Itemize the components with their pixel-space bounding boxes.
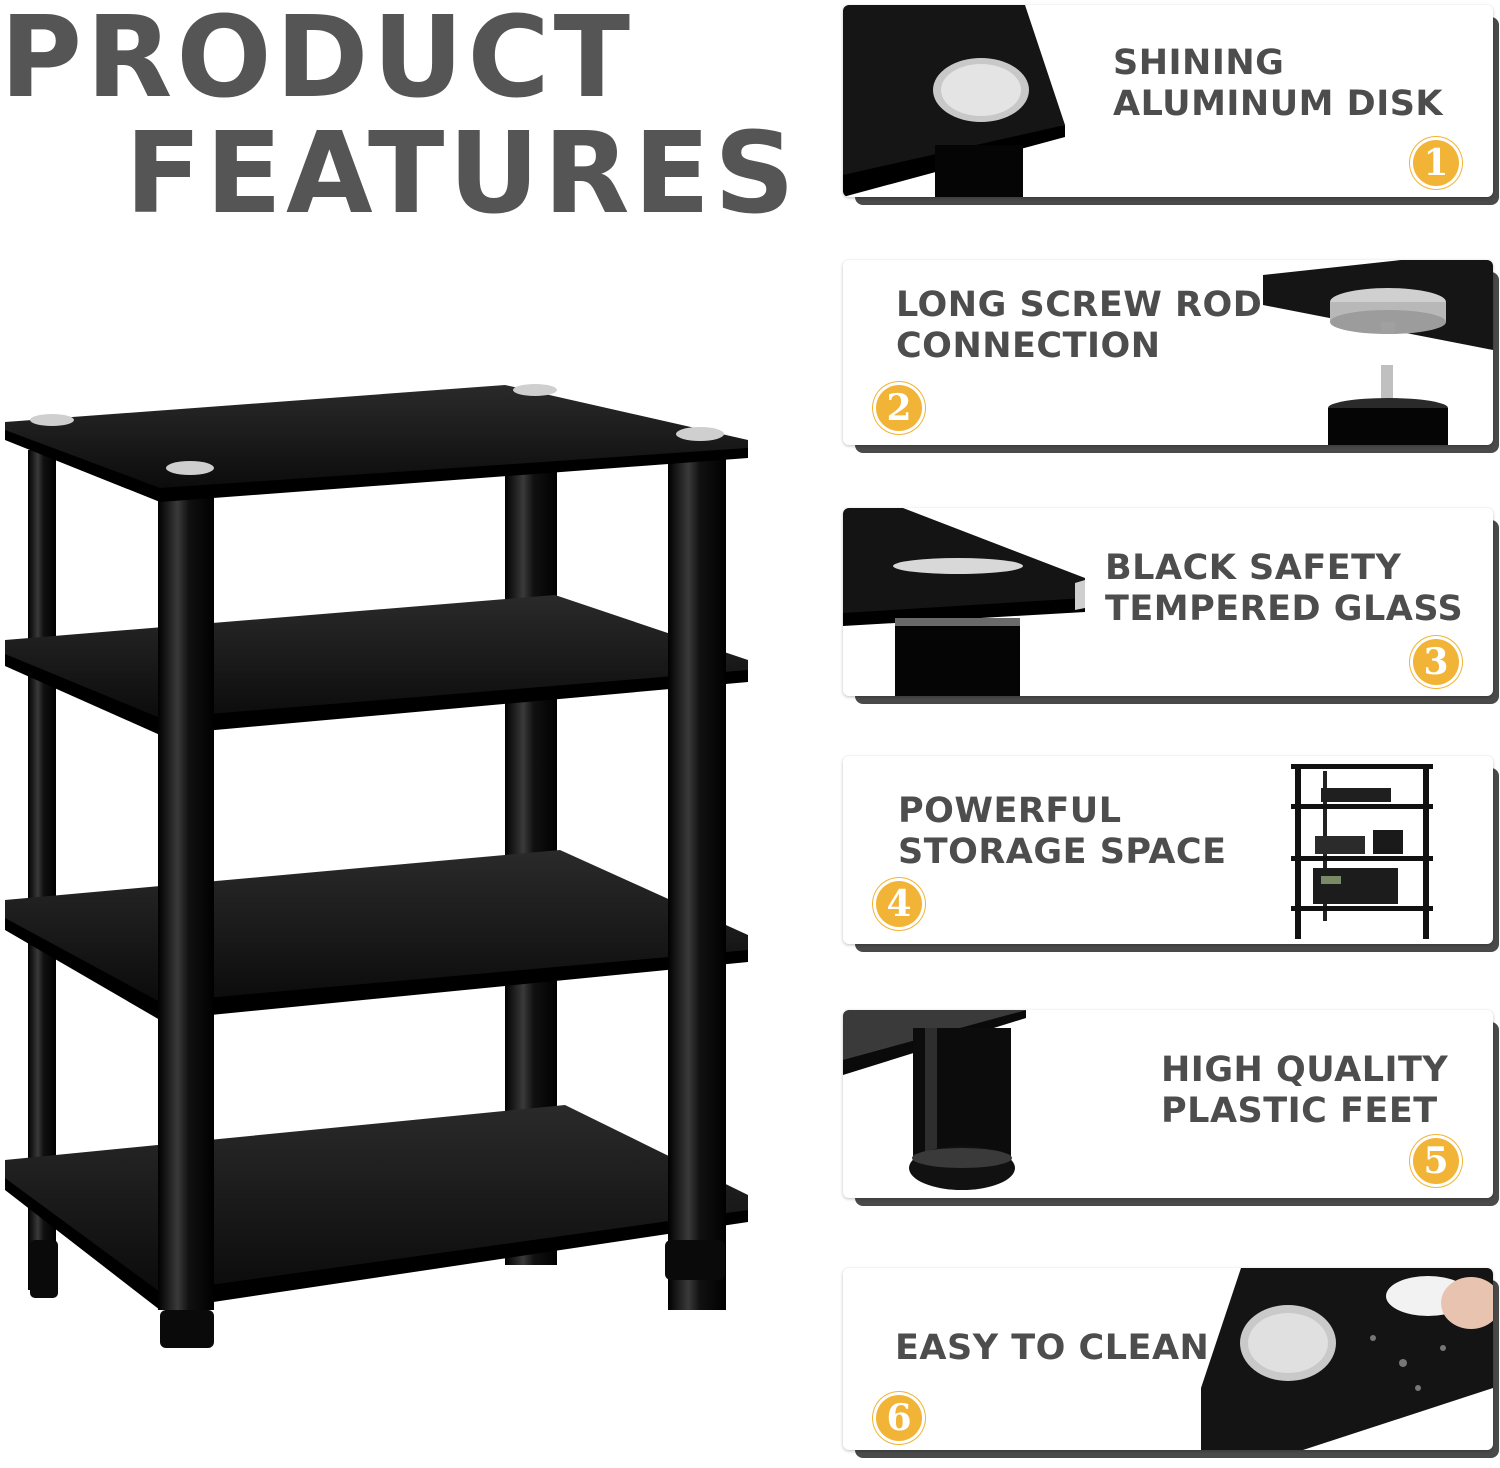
title-line-2: FEATURES [125, 109, 799, 239]
product-image [5, 384, 748, 1348]
feature-text-1: SHINING ALUMINUM DISK [1113, 43, 1443, 124]
feature-3-line-1: BLACK SAFETY [1105, 548, 1402, 588]
screw-rod-photo [1263, 260, 1493, 445]
tempered-glass-photo [843, 508, 1085, 696]
feature-text-2: LONG SCREW ROD CONNECTION [896, 285, 1262, 366]
rack-pole-front-left [158, 495, 214, 1310]
badge-2: 2 [873, 382, 925, 434]
feature-card-1: SHINING ALUMINUM DISK 1 [843, 5, 1499, 205]
feature-2-line-2: CONNECTION [896, 325, 1161, 366]
badge-6: 6 [873, 1392, 925, 1444]
feature-card-3: BLACK SAFETY TEMPERED GLASS 3 [843, 508, 1499, 704]
feature-1-line-2: ALUMINUM DISK [1113, 83, 1444, 124]
feature-5-line-2: PLASTIC FEET [1161, 1090, 1438, 1131]
feature-card-4: POWERFUL STORAGE SPACE 4 [843, 756, 1499, 952]
feature-text-5: HIGH QUALITY PLASTIC FEET [1161, 1050, 1448, 1131]
aluminum-disk-icon [676, 427, 724, 441]
rack-pole-back-left [28, 450, 56, 1290]
feature-1-line-1: SHINING [1113, 43, 1285, 83]
rack-shelf-4 [5, 1105, 748, 1310]
easy-clean-photo [1201, 1268, 1493, 1450]
title-line-1: PRODUCT [0, 0, 635, 123]
badge-5: 5 [1410, 1135, 1462, 1187]
feature-card-6: EASY TO CLEAN 6 [843, 1268, 1499, 1458]
plastic-feet-photo [843, 1010, 1026, 1190]
rack-shelf-2 [5, 595, 748, 735]
feature-text-3: BLACK SAFETY TEMPERED GLASS [1105, 548, 1463, 629]
badge-3: 3 [1410, 636, 1462, 688]
rack-foot-front-right [665, 1240, 725, 1280]
rack-shelf-1 [5, 384, 748, 502]
feature-5-line-1: HIGH QUALITY [1161, 1050, 1449, 1090]
badge-4: 4 [873, 878, 925, 930]
rack-pole-front-right [668, 455, 726, 1310]
rack-foot-front-left [160, 1310, 214, 1348]
aluminum-disk-icon [513, 384, 557, 396]
storage-rack-photo [1291, 764, 1433, 939]
rack-shelf-3 [5, 850, 748, 1020]
feature-card-2: LONG SCREW ROD CONNECTION 2 [843, 260, 1499, 453]
badge-1: 1 [1410, 137, 1462, 189]
aluminum-disk-icon [30, 414, 74, 426]
feature-2-line-1: LONG SCREW ROD [896, 285, 1263, 325]
feature-4-line-2: STORAGE SPACE [898, 831, 1227, 872]
feature-4-line-1: POWERFUL [898, 791, 1122, 831]
aluminum-disk-photo [843, 5, 1065, 197]
feature-text-6: EASY TO CLEAN [895, 1328, 1209, 1369]
rack-foot-back-left [30, 1240, 58, 1298]
feature-text-4: POWERFUL STORAGE SPACE [898, 791, 1227, 872]
feature-card-5: HIGH QUALITY PLASTIC FEET 5 [843, 1010, 1499, 1206]
aluminum-disk-icon [166, 461, 214, 475]
feature-6-line-1: EASY TO CLEAN [895, 1328, 1210, 1368]
feature-3-line-2: TEMPERED GLASS [1105, 588, 1464, 629]
